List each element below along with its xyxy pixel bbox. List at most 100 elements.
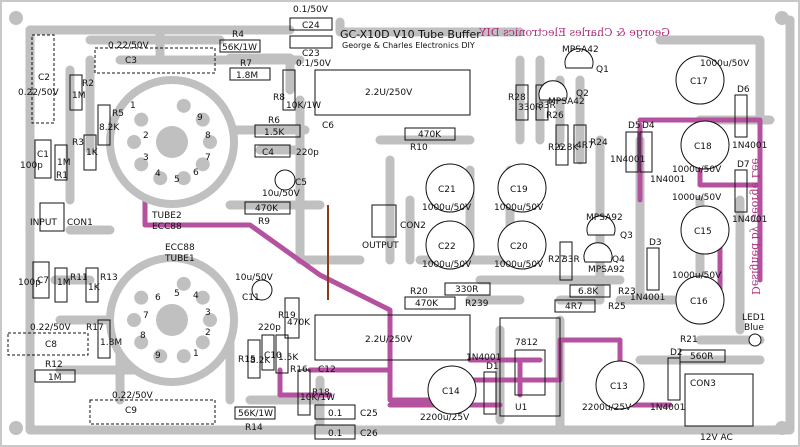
tube-pin-pad bbox=[127, 135, 141, 149]
r17-outline bbox=[97, 319, 111, 359]
c19-value: 1000u/50V bbox=[494, 203, 544, 213]
c8-value: 0.22/50V bbox=[30, 323, 72, 333]
tube2-pin-label: 9 bbox=[197, 113, 203, 123]
tube2-pin-label: 4 bbox=[155, 169, 161, 179]
con3-name: CON3 bbox=[690, 379, 716, 389]
d6-name: D6 bbox=[737, 85, 750, 95]
tube-pin-pad bbox=[203, 135, 217, 149]
c20-outline bbox=[497, 220, 547, 270]
c5-value: 10u/50V bbox=[262, 189, 301, 199]
tube1-label: TUBE1 bbox=[164, 254, 195, 264]
c17-value: 1000u/50V bbox=[700, 59, 750, 69]
d2-name: D2 bbox=[670, 348, 683, 358]
r27-outline bbox=[559, 241, 573, 281]
tube1-pin-label: 1 bbox=[193, 349, 199, 359]
tube2-pin-label: 1 bbox=[130, 101, 136, 111]
r9-name: R9 bbox=[258, 217, 270, 227]
d2-value: 1N4001 bbox=[650, 403, 685, 413]
c4-value: 220p bbox=[296, 148, 319, 158]
tube2-model: ECC88 bbox=[152, 222, 182, 232]
r17-name: R17 bbox=[86, 323, 104, 333]
con3-value: 12V AC bbox=[700, 433, 733, 443]
r14-outline bbox=[234, 406, 276, 420]
tube1-pin-label: 9 bbox=[155, 351, 161, 361]
c25-outline bbox=[314, 404, 356, 420]
q3-model: MPSA92 bbox=[586, 213, 623, 223]
c5-name: C5 bbox=[295, 178, 307, 188]
c14-name: C14 bbox=[442, 387, 460, 397]
c23-value: 0.1/50V bbox=[296, 59, 332, 69]
c24-outline bbox=[289, 17, 333, 31]
c1-outline bbox=[34, 139, 52, 179]
q4-model: MPSA92 bbox=[588, 265, 625, 275]
c20-value: 1000u/50V bbox=[494, 260, 544, 270]
tube-pin-pad bbox=[176, 276, 191, 291]
tube-pin-pad bbox=[134, 112, 149, 127]
con1-label: CON1 bbox=[67, 218, 93, 228]
output-connector-outline bbox=[371, 204, 397, 238]
r24-name: R24 bbox=[590, 138, 608, 148]
d3-outline bbox=[646, 247, 660, 291]
c17-name: C17 bbox=[690, 77, 708, 87]
tube-pin-pad bbox=[153, 349, 168, 364]
c25-value: 0.1 bbox=[328, 409, 342, 419]
d5-name: D5 bbox=[628, 121, 641, 131]
led1-value: Blue bbox=[744, 323, 764, 333]
r1-name: R1 bbox=[56, 171, 68, 181]
c9-value: 0.22/50V bbox=[112, 391, 154, 401]
tube2-pin-label: 3 bbox=[143, 153, 149, 163]
c21-name: C21 bbox=[438, 185, 456, 195]
r9-outline bbox=[244, 201, 291, 215]
c8-name: C8 bbox=[45, 340, 57, 350]
r22-value: 6.8K bbox=[558, 143, 579, 153]
output-label: OUTPUT bbox=[362, 241, 399, 251]
r6-outline bbox=[254, 124, 301, 138]
transistors bbox=[538, 48, 616, 263]
r19-name: R19 bbox=[278, 311, 296, 321]
c22-outline bbox=[425, 220, 475, 270]
q1-outline bbox=[564, 48, 594, 69]
q1-model: MPSA42 bbox=[562, 45, 599, 55]
r16-value: 1.5K bbox=[278, 353, 299, 363]
r239-value: 330R bbox=[455, 285, 478, 295]
tube-pin-pad bbox=[195, 290, 210, 305]
input-connector-outline bbox=[39, 202, 65, 232]
c15-name: C15 bbox=[694, 227, 712, 237]
r11-outline bbox=[54, 267, 68, 303]
c2-outline bbox=[31, 34, 55, 124]
r22-name: R22 bbox=[548, 143, 566, 153]
d2-outline bbox=[667, 357, 681, 401]
c4-name: C4 bbox=[262, 148, 274, 158]
c10-outline bbox=[261, 334, 275, 371]
c15-outline bbox=[680, 205, 730, 255]
r13-value: 1K bbox=[88, 283, 101, 293]
c24-name: C24 bbox=[302, 21, 320, 31]
c13-value: 2200u/25V bbox=[582, 403, 632, 413]
r24-value: 4R7 bbox=[576, 141, 594, 151]
board-subtitle: George & Charles Electronics DIY bbox=[342, 41, 475, 50]
tube-pin-pad bbox=[195, 112, 210, 127]
r22-outline bbox=[555, 124, 569, 166]
con2-label: CON2 bbox=[400, 221, 426, 231]
q3-name: Q3 bbox=[620, 231, 633, 241]
c13-name: C13 bbox=[610, 382, 628, 392]
board-title: GC-X10D V10 Tube Buffer bbox=[340, 28, 481, 41]
u1-name: U1 bbox=[515, 403, 527, 413]
r28-outline bbox=[515, 84, 529, 121]
c2-value: 0.22/50V bbox=[18, 88, 60, 98]
c7-outline bbox=[32, 261, 50, 299]
r28-value: 330R bbox=[518, 103, 541, 113]
c16-name: C16 bbox=[690, 297, 708, 307]
r2-value: 1M bbox=[72, 91, 86, 101]
c25-name: C25 bbox=[360, 409, 378, 419]
q3-outline bbox=[586, 215, 616, 236]
d1-name: D1 bbox=[486, 362, 499, 372]
r15-outline bbox=[247, 339, 261, 379]
r18-outline bbox=[297, 369, 311, 416]
tube1-pin-label: 3 bbox=[205, 308, 211, 318]
r16-outline bbox=[275, 334, 289, 374]
tube-pin-pad bbox=[153, 171, 168, 186]
c2-name: C2 bbox=[38, 73, 50, 83]
mounting-hole bbox=[9, 421, 23, 435]
tube2-pin-label: 2 bbox=[143, 131, 149, 141]
